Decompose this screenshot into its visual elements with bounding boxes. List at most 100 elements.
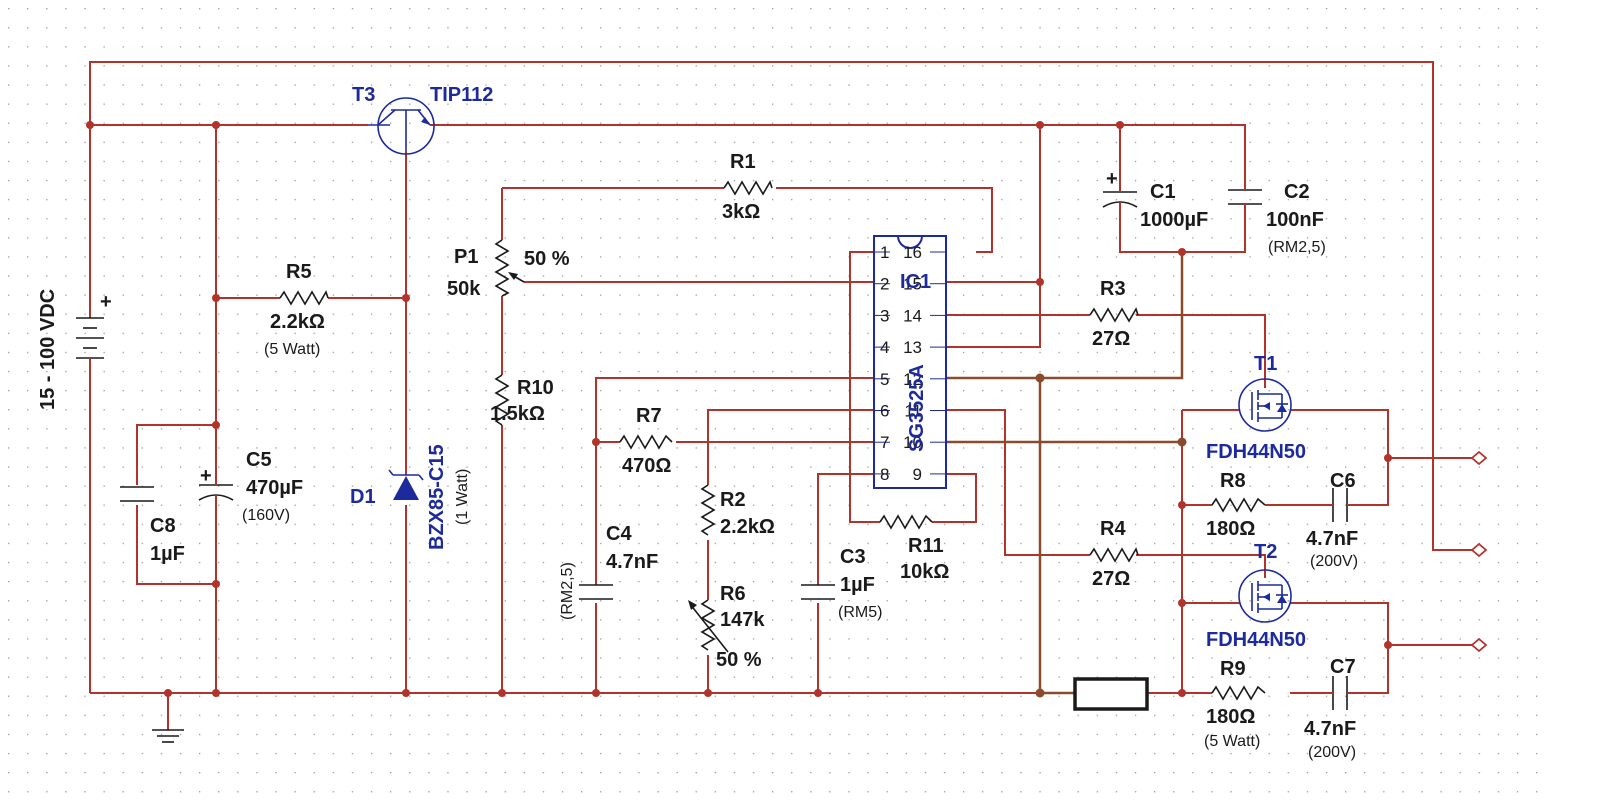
resistor-r8-symbol bbox=[1211, 497, 1266, 513]
ic1-pin-number: 13 bbox=[903, 338, 922, 357]
c3-note-label: (RM5) bbox=[838, 604, 882, 621]
output-terminals bbox=[1470, 450, 1488, 653]
p1-setting-label: 50 % bbox=[524, 248, 570, 270]
ic1-pin-number: 11 bbox=[904, 402, 922, 421]
c7-value-label: 4.7nF bbox=[1304, 718, 1356, 740]
capacitor-c4-symbol bbox=[579, 584, 613, 600]
t1-ref-label: T1 bbox=[1254, 353, 1277, 375]
t2-part-label: FDH44N50 bbox=[1206, 629, 1306, 651]
t1-part-label: FDH44N50 bbox=[1206, 441, 1306, 463]
ic1-pin-number: 4 bbox=[880, 338, 889, 357]
r5-note-label: (5 Watt) bbox=[264, 341, 320, 358]
ic1-pin-number: 3 bbox=[880, 306, 889, 325]
zener-diode-d1-symbol bbox=[388, 469, 424, 500]
r11-value-label: 10kΩ bbox=[900, 561, 949, 583]
c7-note-label: (200V) bbox=[1308, 744, 1356, 761]
r9-value-label: 180Ω bbox=[1206, 706, 1255, 728]
c4-note-label: (RM2,5) bbox=[559, 562, 576, 620]
c4-ref-label: C4 bbox=[606, 523, 632, 545]
output-terminal-3[interactable] bbox=[1470, 637, 1488, 653]
r10-ref-label: R10 bbox=[517, 377, 554, 399]
r1-ref-label: R1 bbox=[730, 151, 756, 173]
p1-ref-label: P1 bbox=[454, 246, 478, 268]
bus-wires bbox=[946, 252, 1184, 695]
r4-value-label: 27Ω bbox=[1092, 568, 1130, 590]
c6-ref-label: C6 bbox=[1330, 470, 1356, 492]
t2-ref-label: T2 bbox=[1254, 541, 1277, 563]
ic1-pin-number: 7 bbox=[880, 433, 889, 452]
ic1-pin-number: 16 bbox=[903, 243, 922, 262]
ic1-pin-number: 10 bbox=[903, 433, 922, 452]
resistor-r5-symbol bbox=[279, 290, 329, 306]
ic1-ref-label: IC1 bbox=[900, 271, 931, 293]
transistor-t3-symbol bbox=[368, 97, 435, 155]
capacitor-c3-symbol bbox=[801, 584, 835, 600]
r8-value-label: 180Ω bbox=[1206, 518, 1255, 540]
c1-plus-sign: + bbox=[1106, 168, 1118, 190]
r7-value-label: 470Ω bbox=[622, 455, 671, 477]
r7-ref-label: R7 bbox=[636, 405, 662, 427]
d1-note-label: (1 Watt) bbox=[454, 469, 471, 525]
r11-ref-label: R11 bbox=[908, 535, 944, 557]
ic1-pin-number: 1 bbox=[880, 243, 889, 262]
output-terminal-2[interactable] bbox=[1470, 542, 1488, 558]
junction-dots bbox=[86, 121, 1392, 698]
p1-value-label: 50k bbox=[447, 278, 481, 300]
r1-value-label: 3kΩ bbox=[722, 201, 760, 223]
resistor-r9-symbol bbox=[1211, 685, 1266, 701]
r3-ref-label: R3 bbox=[1100, 278, 1126, 300]
r5-value-label: 2.2kΩ bbox=[270, 311, 325, 333]
ic1-pin-number: 12 bbox=[903, 370, 922, 389]
c5-ref-label: C5 bbox=[246, 449, 272, 471]
resistor-r1-symbol bbox=[723, 180, 773, 196]
capacitor-c8-symbol bbox=[120, 486, 154, 502]
capacitor-c2-symbol bbox=[1228, 180, 1262, 214]
resistor-r11-symbol bbox=[879, 514, 933, 530]
resistor-r2-symbol bbox=[700, 484, 716, 536]
ic1-pin-number: 2 bbox=[880, 275, 889, 294]
load-resistor-symbol bbox=[1073, 677, 1149, 711]
potentiometer-p1-symbol bbox=[494, 239, 525, 297]
c3-value-label: 1µF bbox=[840, 574, 875, 596]
d1-part-label: BZX85-C15 bbox=[426, 444, 448, 550]
capacitor-c1-symbol bbox=[1102, 180, 1138, 215]
variable-resistor-r6-symbol bbox=[688, 599, 729, 653]
c8-value-label: 1µF bbox=[150, 543, 185, 565]
c1-ref-label: C1 bbox=[1150, 181, 1176, 203]
c3-ref-label: C3 bbox=[840, 546, 866, 568]
c6-note-label: (200V) bbox=[1310, 553, 1358, 570]
output-terminal-1[interactable] bbox=[1470, 450, 1488, 466]
mosfet-t2-symbol bbox=[1238, 569, 1292, 623]
ic1-pin-number: 8 bbox=[880, 465, 889, 484]
r2-ref-label: R2 bbox=[720, 489, 746, 511]
c5-plus-sign: + bbox=[200, 465, 212, 487]
supply-plus-sign: + bbox=[100, 291, 112, 313]
ground-symbol bbox=[152, 729, 184, 743]
c8-ref-label: C8 bbox=[150, 515, 176, 537]
supply-voltage-label: 15 - 100 VDC bbox=[37, 289, 59, 410]
resistor-r3-symbol bbox=[1089, 307, 1139, 323]
c2-note-label: (RM2,5) bbox=[1268, 239, 1326, 256]
resistor-r7-symbol bbox=[619, 434, 673, 450]
resistor-r4-symbol bbox=[1089, 547, 1139, 563]
ic1-pin-number: 14 bbox=[903, 306, 922, 325]
ic1-pin-number: 15 bbox=[903, 275, 922, 294]
c5-note-label: (160V) bbox=[242, 507, 290, 524]
r2-value-label: 2.2kΩ bbox=[720, 516, 775, 538]
c1-value-label: 1000µF bbox=[1140, 209, 1208, 231]
r8-ref-label: R8 bbox=[1220, 470, 1246, 492]
c4-value-label: 4.7nF bbox=[606, 551, 658, 573]
r6-ref-label: R6 bbox=[720, 583, 746, 605]
c6-value-label: 4.7nF bbox=[1306, 528, 1358, 550]
d1-ref-label: D1 bbox=[350, 486, 376, 508]
r9-ref-label: R9 bbox=[1220, 658, 1246, 680]
t3-ref-label: T3 bbox=[352, 84, 375, 106]
c2-ref-label: C2 bbox=[1284, 181, 1310, 203]
c2-value-label: 100nF bbox=[1266, 209, 1324, 231]
grid-background bbox=[0, 0, 1555, 800]
t3-part-label: TIP112 bbox=[430, 84, 493, 106]
ic1-pin-number: 6 bbox=[880, 402, 889, 421]
